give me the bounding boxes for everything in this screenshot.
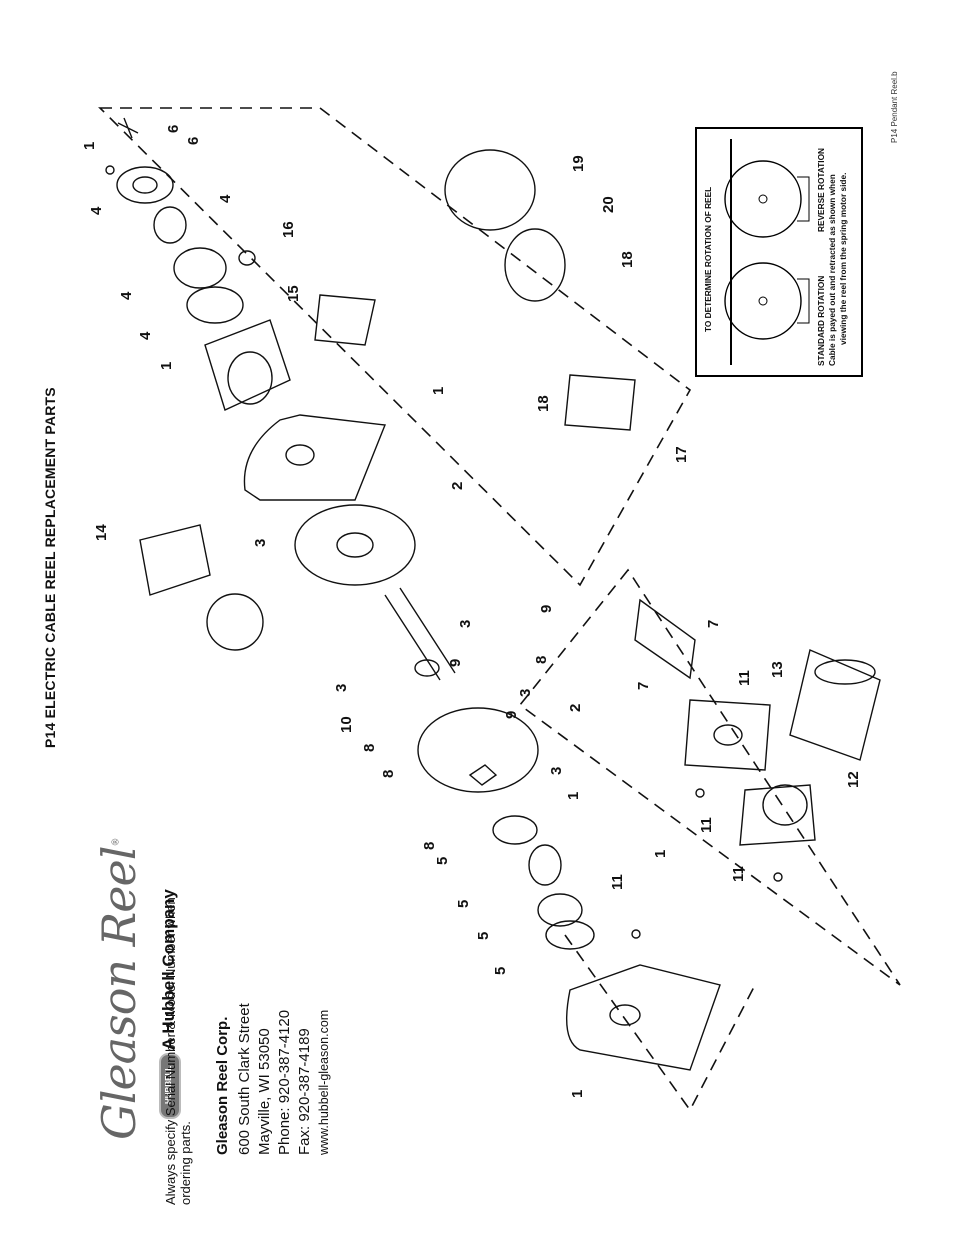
part-number-5: 5 — [434, 857, 451, 865]
part-number-1: 1 — [158, 362, 175, 370]
part-number-11: 11 — [736, 670, 753, 686]
part-number-2: 2 — [449, 482, 466, 490]
part-number-17: 17 — [673, 446, 690, 463]
part-number-19: 19 — [570, 155, 587, 172]
part-number-9: 9 — [447, 659, 464, 667]
part-number-16: 16 — [280, 221, 297, 238]
part-number-1: 1 — [81, 142, 98, 150]
part-number-1: 1 — [565, 792, 582, 800]
rotation-diagram — [724, 139, 810, 365]
part-number-6: 6 — [185, 137, 202, 145]
part-number-13: 13 — [769, 661, 786, 678]
part-number-3: 3 — [548, 767, 565, 775]
part-number-14: 14 — [93, 524, 110, 541]
base-assembly-outline — [564, 934, 756, 1112]
part-number-8: 8 — [421, 842, 438, 850]
part-number-5: 5 — [492, 967, 509, 975]
part-number-4: 4 — [217, 194, 234, 203]
part-number-1: 1 — [569, 1090, 586, 1098]
part-number-11: 11 — [609, 874, 626, 890]
standard-reel-icon — [724, 262, 802, 340]
upper-assembly-outline — [98, 107, 692, 587]
part-number-10: 10 — [338, 716, 355, 733]
part-number-12: 12 — [845, 771, 862, 788]
part-number-11: 11 — [698, 817, 715, 833]
part-number-8: 8 — [361, 744, 378, 752]
part-number-1: 1 — [652, 850, 669, 858]
reverse-reel-icon — [724, 160, 802, 238]
part-number-20: 20 — [600, 196, 617, 213]
part-number-3: 3 — [457, 620, 474, 628]
part-number-2: 2 — [567, 704, 584, 712]
part-number-4: 4 — [137, 331, 154, 340]
part-number-3: 3 — [252, 539, 269, 547]
part-number-5: 5 — [455, 900, 472, 908]
part-number-3: 3 — [333, 684, 350, 692]
part-number-8: 8 — [533, 656, 550, 664]
part-number-8: 8 — [380, 770, 397, 778]
part-number-7: 7 — [635, 682, 652, 690]
part-number-4: 4 — [118, 291, 135, 300]
part-number-11: 11 — [730, 866, 747, 882]
part-number-9: 9 — [503, 711, 520, 719]
part-number-4: 4 — [88, 206, 105, 215]
hubbell-badge-icon — [159, 1053, 181, 1119]
part-number-1: 1 — [430, 387, 447, 395]
rotation-info-box — [695, 127, 863, 377]
motor-assembly-outline — [518, 568, 901, 986]
part-number-5: 5 — [475, 932, 492, 940]
part-number-3: 3 — [517, 689, 534, 697]
part-number-7: 7 — [705, 620, 722, 628]
part-number-6: 6 — [165, 125, 182, 133]
part-number-15: 15 — [285, 285, 302, 302]
part-number-18: 18 — [535, 395, 552, 412]
part-number-18: 18 — [619, 251, 636, 268]
part-number-9: 9 — [538, 605, 555, 613]
